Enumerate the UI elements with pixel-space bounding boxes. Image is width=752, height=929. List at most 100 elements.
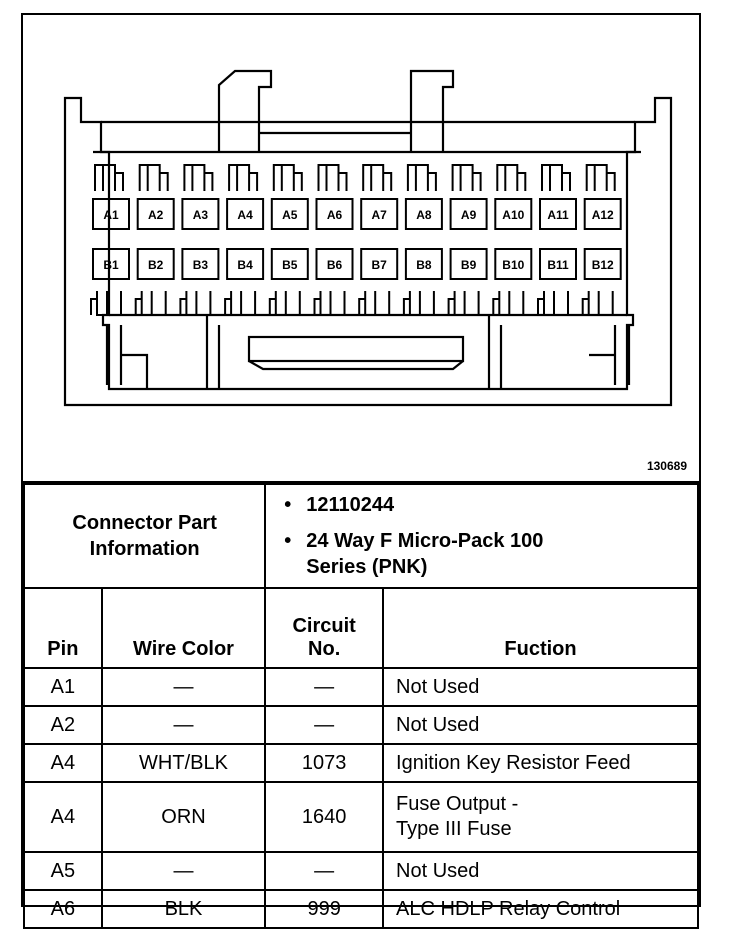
top-latch <box>138 164 169 191</box>
function-line1: ALC HDLP Relay Control <box>396 897 621 920</box>
pin-cavity-a <box>494 198 533 230</box>
top-latch <box>362 164 393 191</box>
circuit-number: — <box>264 851 385 891</box>
wire-color: WHT/BLK <box>100 743 267 783</box>
function-line1: Not Used <box>396 675 480 698</box>
connector-outline-svg: A1B1A2B2A3B3A4B4A5B5A6B6A7B7A8B8A9B9A10B… <box>63 69 673 407</box>
pin-cavity-a <box>539 198 577 230</box>
pin-cavity-a <box>583 198 622 230</box>
pin-label-a: A10 <box>502 208 524 222</box>
pin-label-a: A6 <box>327 208 343 222</box>
pin: A5 <box>23 851 103 891</box>
pin-cavity-b <box>404 248 443 280</box>
bottom-latch <box>268 291 301 316</box>
circuit-number: — <box>264 705 385 745</box>
pin-cavities: A1B1A2B2A3B3A4B4A5B5A6B6A7B7A8B8A9B9A10B… <box>92 198 622 280</box>
pin-label-a: A12 <box>592 208 614 222</box>
bottom-latch <box>447 291 480 316</box>
bottom-latch <box>179 291 212 316</box>
pin-label-a: A11 <box>547 208 569 222</box>
pin-label-b: B4 <box>237 258 253 272</box>
function: Ignition Key Resistor Feed <box>382 743 699 783</box>
pin-label-b: B8 <box>416 258 432 272</box>
pin-label-b: B12 <box>592 258 614 272</box>
pin-cavity-a <box>360 198 399 230</box>
table-row: A1——Not Used <box>23 667 699 707</box>
pin-label-a: A3 <box>193 208 209 222</box>
pin-label-b: B11 <box>547 258 569 272</box>
top-latch <box>183 164 214 191</box>
part-number: 12110244 <box>284 492 697 518</box>
top-latch <box>94 164 124 191</box>
pin-cavity-b <box>539 248 577 280</box>
bottom-latch <box>90 291 122 316</box>
top-latch <box>406 164 437 191</box>
pin-cavity-b <box>360 248 399 280</box>
pin-cavity-b <box>226 248 265 280</box>
function: Not Used <box>382 851 699 891</box>
header-wire-color: Wire Color <box>100 587 267 669</box>
pin-cavity-a <box>449 198 488 230</box>
pin: A6 <box>23 889 103 929</box>
pin-label-a: A4 <box>237 208 253 222</box>
pin-cavity-b <box>494 248 533 280</box>
wire-color: — <box>100 667 267 707</box>
circuit-number: 1640 <box>264 781 385 853</box>
pin: A2 <box>23 705 103 745</box>
figure-id: 130689 <box>646 459 687 473</box>
function: Fuse Output -Type III Fuse <box>382 781 699 853</box>
connector-info-values: 12110244 24 Way F Micro-Pack 100 Series … <box>264 483 699 589</box>
top-latch <box>317 164 348 191</box>
top-latch <box>451 164 482 191</box>
pin-cavity-b <box>136 248 175 280</box>
bottom-latch <box>581 291 614 316</box>
pin-label-b: B5 <box>282 258 298 272</box>
bottom-latch <box>358 291 391 316</box>
connector-info-label-text: Connector Part Information <box>72 512 217 560</box>
function-line1: Not Used <box>396 713 480 736</box>
pin-cavity-a <box>404 198 443 230</box>
circuit-number: — <box>264 667 385 707</box>
pin-label-b: B6 <box>327 258 343 272</box>
wire-color: — <box>100 851 267 891</box>
pin-cavity-b <box>92 248 130 280</box>
bottom-latch <box>492 291 525 316</box>
header-circuit-line2: No. <box>308 638 341 660</box>
connector-description: 24 Way F Micro-Pack 100 Series (PNK) <box>284 528 606 580</box>
pin-label-b: B1 <box>103 258 119 272</box>
pin-label-a: A2 <box>148 208 164 222</box>
pin-cavity-b <box>270 248 309 280</box>
pin-cavity-b <box>315 248 354 280</box>
circuit-number: 1073 <box>264 743 385 783</box>
function: Not Used <box>382 667 699 707</box>
pin-label-a: A9 <box>461 208 477 222</box>
connector-table: Connector Part Information 12110244 24 W… <box>22 483 699 929</box>
pin-label-a: A1 <box>103 208 119 222</box>
pin-label-b: B2 <box>148 258 164 272</box>
pin-cavity-a <box>181 198 220 230</box>
wire-color: ORN <box>100 781 267 853</box>
pin: A1 <box>23 667 103 707</box>
bottom-latch <box>402 291 435 316</box>
header-circuit-line1: Circuit <box>292 615 356 637</box>
top-latch <box>228 164 259 191</box>
bottom-latch-row <box>90 291 614 316</box>
pin-label-b: B7 <box>372 258 388 272</box>
pin-cavity-a <box>226 198 265 230</box>
wire-color: — <box>100 705 267 745</box>
function: ALC HDLP Relay Control <box>382 889 699 929</box>
circuit-number: 999 <box>264 889 385 929</box>
bottom-latch <box>313 291 346 316</box>
pin-label-a: A7 <box>372 208 388 222</box>
pin-label-b: B10 <box>502 258 524 272</box>
pin: A4 <box>23 743 103 783</box>
pin-cavity-a <box>315 198 354 230</box>
pin-cavity-a <box>136 198 175 230</box>
header-pin: Pin <box>23 587 103 669</box>
pin-cavity-a <box>92 198 130 230</box>
